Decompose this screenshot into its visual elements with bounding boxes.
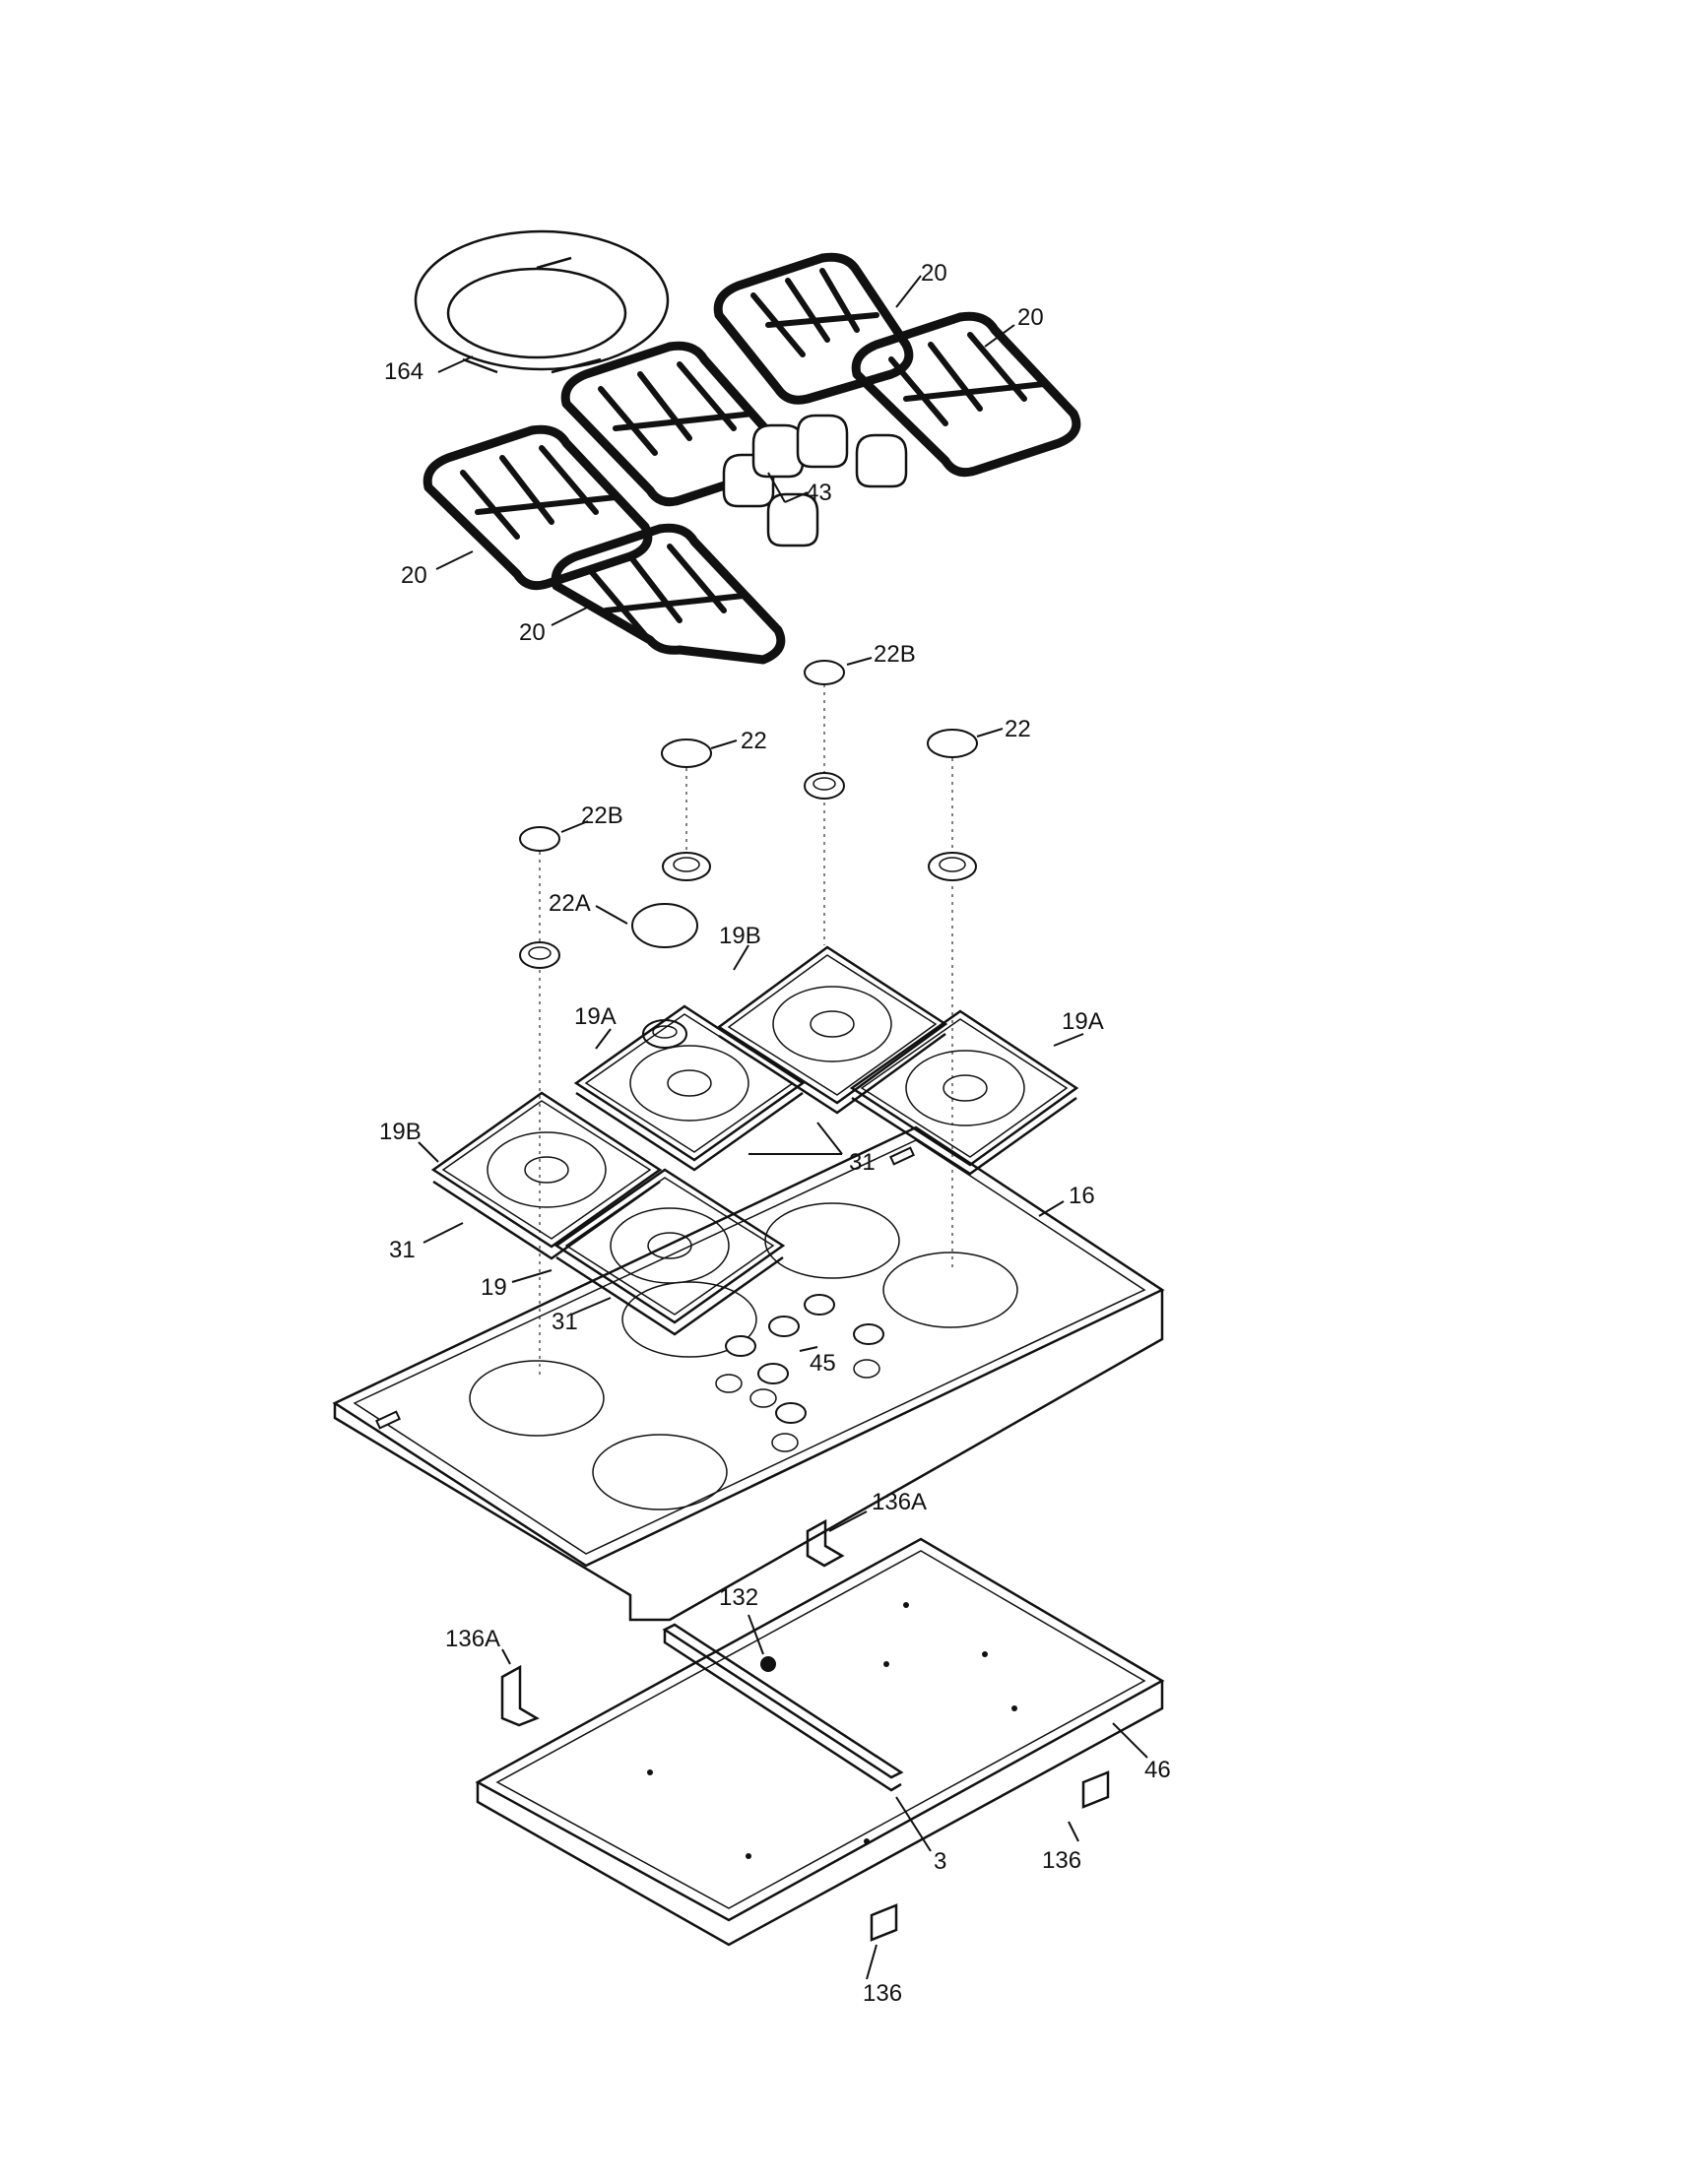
- grate-front-left: [423, 424, 653, 591]
- bracket-136-right: [1081, 1770, 1110, 1809]
- label-19b-top: 19B: [719, 923, 761, 949]
- label-22b-top: 22B: [874, 641, 916, 668]
- label-136a-left: 136A: [445, 1626, 500, 1652]
- label-132: 132: [719, 1584, 758, 1611]
- label-19: 19: [481, 1274, 507, 1301]
- label-164: 164: [384, 358, 423, 385]
- bracket-136a-top: [806, 1518, 845, 1568]
- label-19b-left: 19B: [379, 1119, 422, 1145]
- pan-19a-mid: [573, 1004, 806, 1172]
- label-22-left: 22: [741, 728, 767, 754]
- cooktop-panel: [332, 1125, 1165, 1622]
- label-16: 16: [1069, 1183, 1095, 1209]
- label-43: 43: [806, 480, 832, 506]
- grate-top-right: [713, 252, 914, 405]
- bracket-136-bottom: [870, 1903, 898, 1942]
- grate-front-right: [551, 523, 786, 665]
- pan-19b-left: [430, 1091, 663, 1260]
- wok-ring: [414, 229, 670, 374]
- label-136-right: 136: [1042, 1847, 1081, 1874]
- label-22-right: 22: [1005, 716, 1031, 742]
- label-46: 46: [1144, 1757, 1171, 1783]
- pan-19a-right: [849, 1009, 1079, 1176]
- control-knobs: [722, 414, 908, 547]
- label-22a: 22A: [549, 890, 591, 917]
- label-19a-mid: 19A: [574, 1003, 617, 1030]
- label-22b-left: 22B: [581, 803, 623, 829]
- label-20-bottom: 20: [519, 619, 546, 646]
- base-pan: [475, 1537, 1165, 1947]
- label-3: 3: [934, 1848, 946, 1875]
- label-136-bottom: 136: [863, 1980, 902, 2007]
- grommets: [715, 1294, 884, 1452]
- bracket-136a-left: [500, 1664, 540, 1727]
- burner-caps: [519, 660, 978, 948]
- label-20-top: 20: [921, 260, 947, 287]
- label-31-bottom: 31: [552, 1309, 578, 1335]
- label-20-left: 20: [401, 562, 427, 589]
- label-45: 45: [810, 1350, 836, 1377]
- grate-far-right: [851, 311, 1081, 478]
- pan-19b-top: [716, 945, 948, 1115]
- label-19a-right: 19A: [1062, 1008, 1104, 1035]
- label-31-left: 31: [389, 1237, 416, 1263]
- label-20-right: 20: [1017, 304, 1044, 331]
- label-136a-top: 136A: [872, 1489, 927, 1515]
